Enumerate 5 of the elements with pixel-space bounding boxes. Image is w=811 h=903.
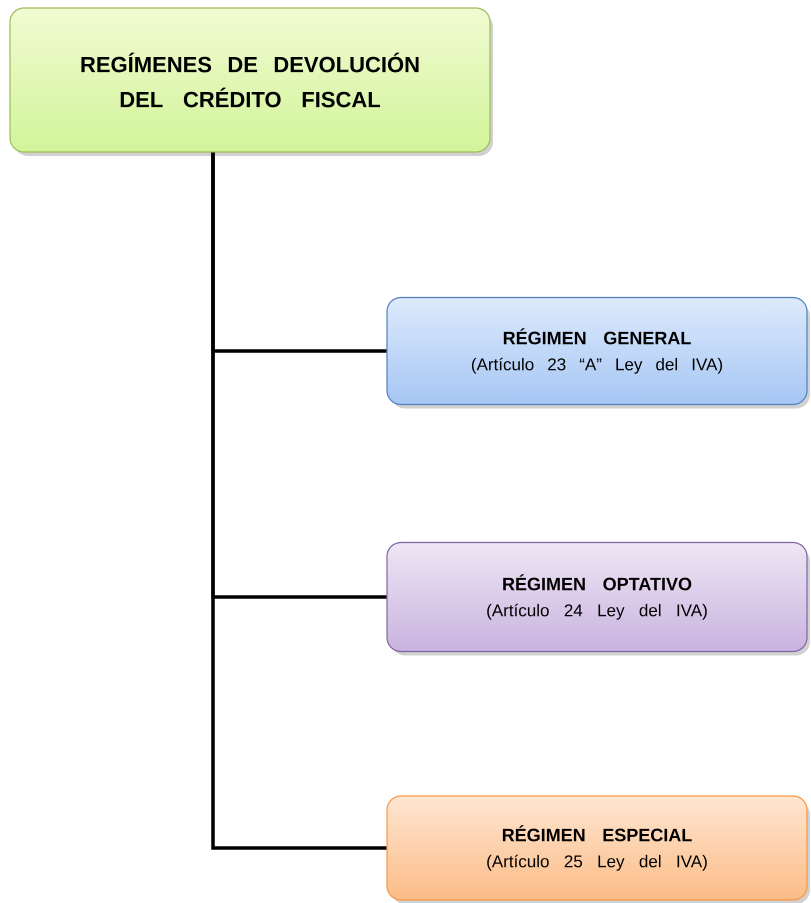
connector-line bbox=[211, 152, 386, 850]
category-box: REGÍMENES DE DEVOLUCIÓN DEL CRÉDITO FISCAL bbox=[9, 7, 491, 153]
regime-box: RÉGIMEN OPTATIVO (Artículo 24 Ley del IVA) bbox=[386, 542, 808, 652]
regime-box: RÉGIMEN GENERAL (Artículo 23 “A” Ley del IVA) bbox=[386, 296, 808, 406]
regime-box: RÉGIMEN ESPECIAL (Artículo 25 Ley del IVA) bbox=[386, 795, 808, 901]
